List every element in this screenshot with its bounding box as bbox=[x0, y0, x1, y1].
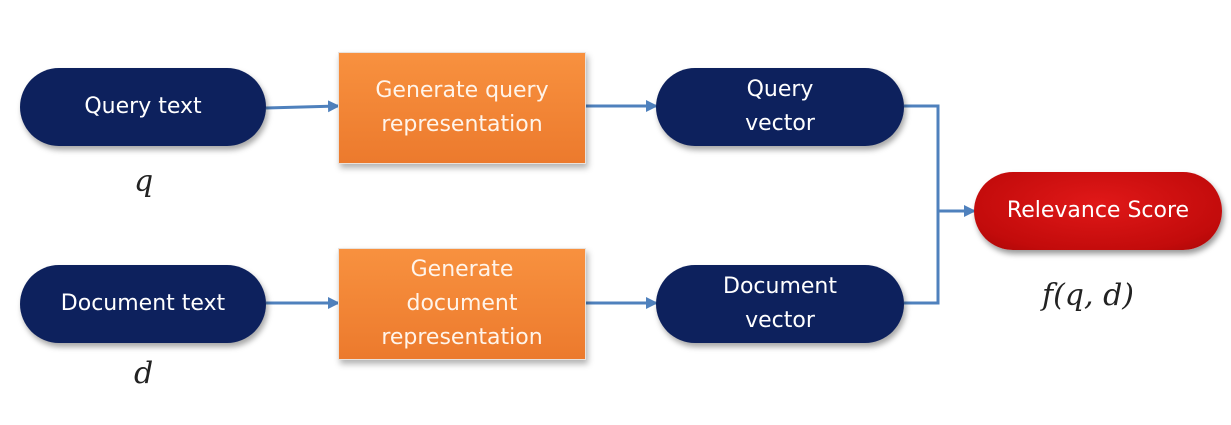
document-text-label: Document text bbox=[60, 291, 226, 316]
document-symbol: d bbox=[134, 356, 154, 391]
document-text-node: Document text bbox=[20, 265, 266, 343]
relevance-function-symbol: f(q, d) bbox=[1042, 278, 1134, 313]
connector-document-vector-to-merge bbox=[904, 211, 940, 305]
generate-query-representation-box: Generate query representation bbox=[338, 52, 586, 164]
relevance-score-node: Relevance Score bbox=[974, 172, 1222, 250]
generate-document-representation-label: Generate document representation bbox=[381, 257, 543, 350]
query-vector-node: Query vector bbox=[656, 68, 904, 146]
query-text-label: Query text bbox=[84, 94, 202, 119]
document-vector-label: Document vector bbox=[723, 274, 837, 333]
connector-query-vector-to-merge bbox=[904, 104, 940, 211]
query-text-node: Query text bbox=[20, 68, 266, 146]
query-vector-label: Query vector bbox=[745, 77, 815, 136]
query-symbol: q bbox=[134, 164, 154, 199]
generate-document-representation-box: Generate document representation bbox=[338, 248, 586, 360]
arrow-query-text-to-generate bbox=[265, 100, 340, 113]
document-vector-node: Document vector bbox=[656, 265, 904, 343]
generate-query-representation-label: Generate query representation bbox=[375, 78, 549, 137]
relevance-score-label: Relevance Score bbox=[1006, 198, 1190, 223]
